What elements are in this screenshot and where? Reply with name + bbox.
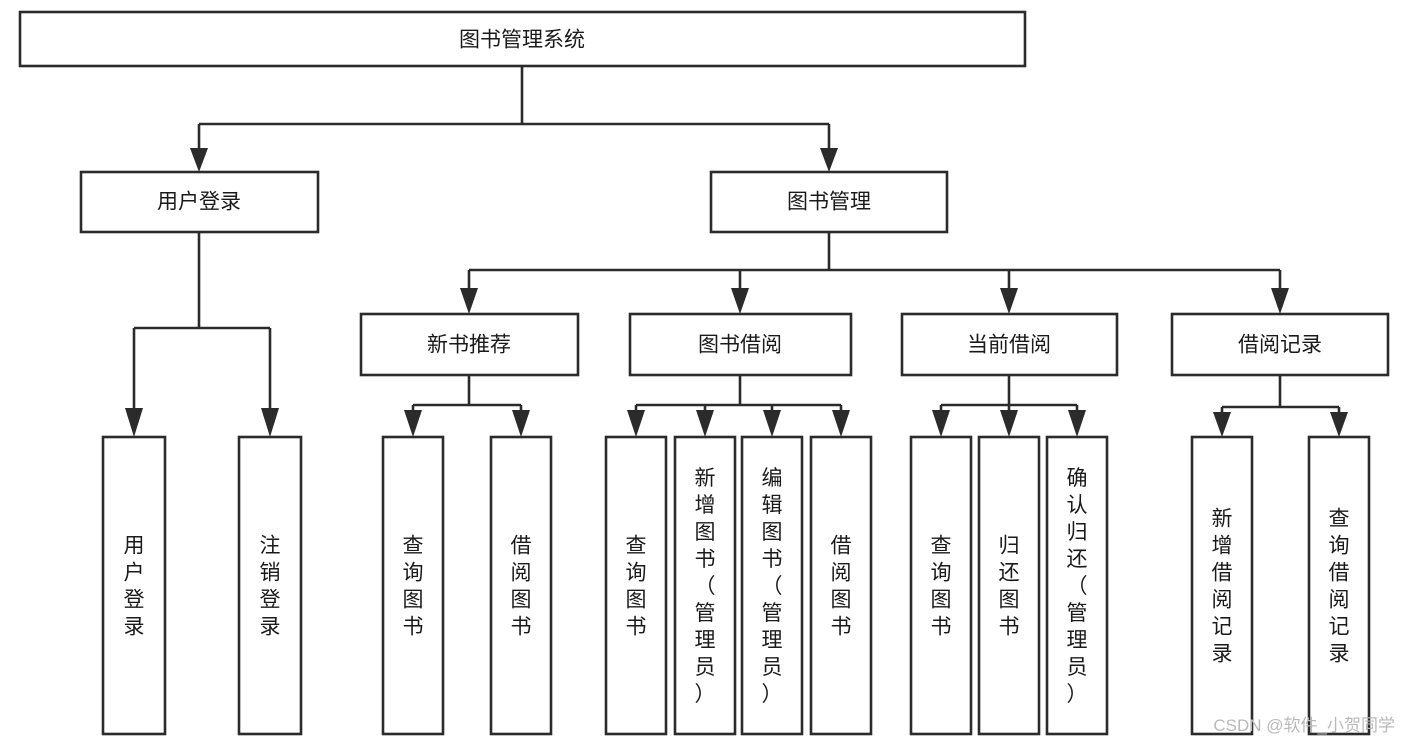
arrow-head-borrow-record [1271, 288, 1289, 314]
leaf-logout-box[interactable] [237, 435, 303, 736]
leaf-add-book-label: 新增图书（管理员） [695, 467, 716, 706]
node-user-login[interactable]: 用户登录 [79, 170, 320, 234]
arrow-head-leaf-add-record [1213, 412, 1231, 437]
node-root-label: 图书管理系统 [459, 29, 585, 52]
node-root[interactable]: 图书管理系统 [18, 10, 1027, 68]
node-user-login-box[interactable] [79, 170, 320, 234]
arrow-head-user-login [190, 148, 208, 172]
leaf-add-book-box[interactable] [673, 435, 737, 736]
arrow-head-leaf-borrow-book-1 [512, 410, 530, 437]
leaf-add-record[interactable]: 新增借阅记录 [1190, 435, 1254, 736]
leaf-borrow-book-2-label: 借阅图书 [831, 535, 852, 639]
leaf-add-record-label: 新增借阅记录 [1212, 508, 1233, 666]
leaf-query-book-1-box[interactable] [381, 435, 445, 736]
leaf-edit-book-label: 编辑图书（管理员） [762, 467, 783, 706]
leaf-user-login-label: 用户登录 [124, 535, 145, 639]
leaf-query-book-1-label: 查询图书 [403, 535, 424, 639]
node-current-borrow-label: 当前借阅 [967, 334, 1051, 357]
leaf-query-book-3[interactable]: 查询图书 [909, 435, 973, 736]
node-book-manage[interactable]: 图书管理 [709, 170, 949, 234]
leaf-return-book[interactable]: 归还图书 [977, 435, 1041, 736]
leaf-borrow-book-1-box[interactable] [489, 435, 553, 736]
arrow-head-leaf-query-book-1 [404, 410, 422, 437]
leaf-borrow-book-1[interactable]: 借阅图书 [489, 435, 553, 736]
node-book-manage-box[interactable] [709, 170, 949, 234]
node-new-book-recommend-box[interactable] [359, 312, 580, 377]
node-book-borrow-label: 图书借阅 [698, 334, 782, 357]
arrow-head-leaf-add-book [696, 410, 714, 437]
connector-layer [125, 66, 1348, 437]
leaf-query-book-2[interactable]: 查询图书 [604, 435, 668, 736]
leaf-logout-label: 注销登录 [260, 535, 281, 639]
leaf-confirm-return-box[interactable] [1045, 435, 1109, 736]
arrow-head-book-manage [820, 148, 838, 172]
leaf-add-record-box[interactable] [1190, 435, 1254, 736]
arrow-head-leaf-return-book [1000, 410, 1018, 437]
leaf-query-book-2-box[interactable] [604, 435, 668, 736]
arrow-head-current-borrow [1000, 288, 1018, 314]
leaf-borrow-book-1-label: 借阅图书 [511, 535, 532, 639]
arrow-head-leaf-edit-book [763, 410, 781, 437]
leaf-return-book-label: 归还图书 [999, 535, 1020, 639]
leaf-confirm-return-label: 确认归还（管理员） [1067, 467, 1088, 706]
leaf-user-login[interactable]: 用户登录 [101, 435, 167, 736]
arrow-head-leaf-confirm-return [1068, 410, 1086, 437]
arrow-head-book-borrow [731, 288, 749, 314]
node-borrow-record-box[interactable] [1170, 312, 1390, 377]
leaf-query-book-3-box[interactable] [909, 435, 973, 736]
leaf-query-book-2-label: 查询图书 [626, 535, 647, 639]
node-current-borrow-box[interactable] [900, 312, 1119, 377]
node-root-box[interactable] [18, 10, 1027, 68]
leaf-logout[interactable]: 注销登录 [237, 435, 303, 736]
node-borrow-record-label: 借阅记录 [1238, 334, 1322, 357]
leaf-query-book-1[interactable]: 查询图书 [381, 435, 445, 736]
leaf-edit-book-box[interactable] [740, 435, 804, 736]
leaf-edit-book[interactable]: 编辑图书（管理员） [740, 435, 804, 736]
leaf-return-book-box[interactable] [977, 435, 1041, 736]
node-book-borrow[interactable]: 图书借阅 [628, 312, 853, 377]
arrow-head-leaf-user-login [125, 408, 143, 437]
arrow-head-leaf-query-book-2 [627, 410, 645, 437]
node-new-book-recommend[interactable]: 新书推荐 [359, 312, 580, 377]
leaf-borrow-book-2-box[interactable] [809, 435, 873, 736]
leaf-query-book-3-label: 查询图书 [931, 535, 952, 639]
leaf-confirm-return[interactable]: 确认归还（管理员） [1045, 435, 1109, 736]
node-book-manage-label: 图书管理 [787, 191, 871, 214]
arrow-head-leaf-borrow-book-2 [832, 410, 850, 437]
leaf-add-book[interactable]: 新增图书（管理员） [673, 435, 737, 736]
leaf-query-record[interactable]: 查询借阅记录 [1307, 435, 1371, 736]
leaf-borrow-book-2[interactable]: 借阅图书 [809, 435, 873, 736]
node-user-login-label: 用户登录 [157, 191, 241, 214]
node-current-borrow[interactable]: 当前借阅 [900, 312, 1119, 377]
arrow-head-leaf-query-record [1330, 412, 1348, 437]
leaf-query-record-label: 查询借阅记录 [1329, 508, 1350, 666]
node-new-book-recommend-label: 新书推荐 [427, 334, 511, 357]
arrow-head-new-book-recommend [460, 288, 478, 314]
node-book-borrow-box[interactable] [628, 312, 853, 377]
arrow-head-leaf-query-book-3 [932, 410, 950, 437]
leaf-user-login-box[interactable] [101, 435, 167, 736]
leaf-query-record-box[interactable] [1307, 435, 1371, 736]
watermark-label: CSDN @软件_小贺同学 [1213, 716, 1395, 735]
arrow-head-leaf-logout [261, 408, 279, 437]
node-borrow-record[interactable]: 借阅记录 [1170, 312, 1390, 377]
